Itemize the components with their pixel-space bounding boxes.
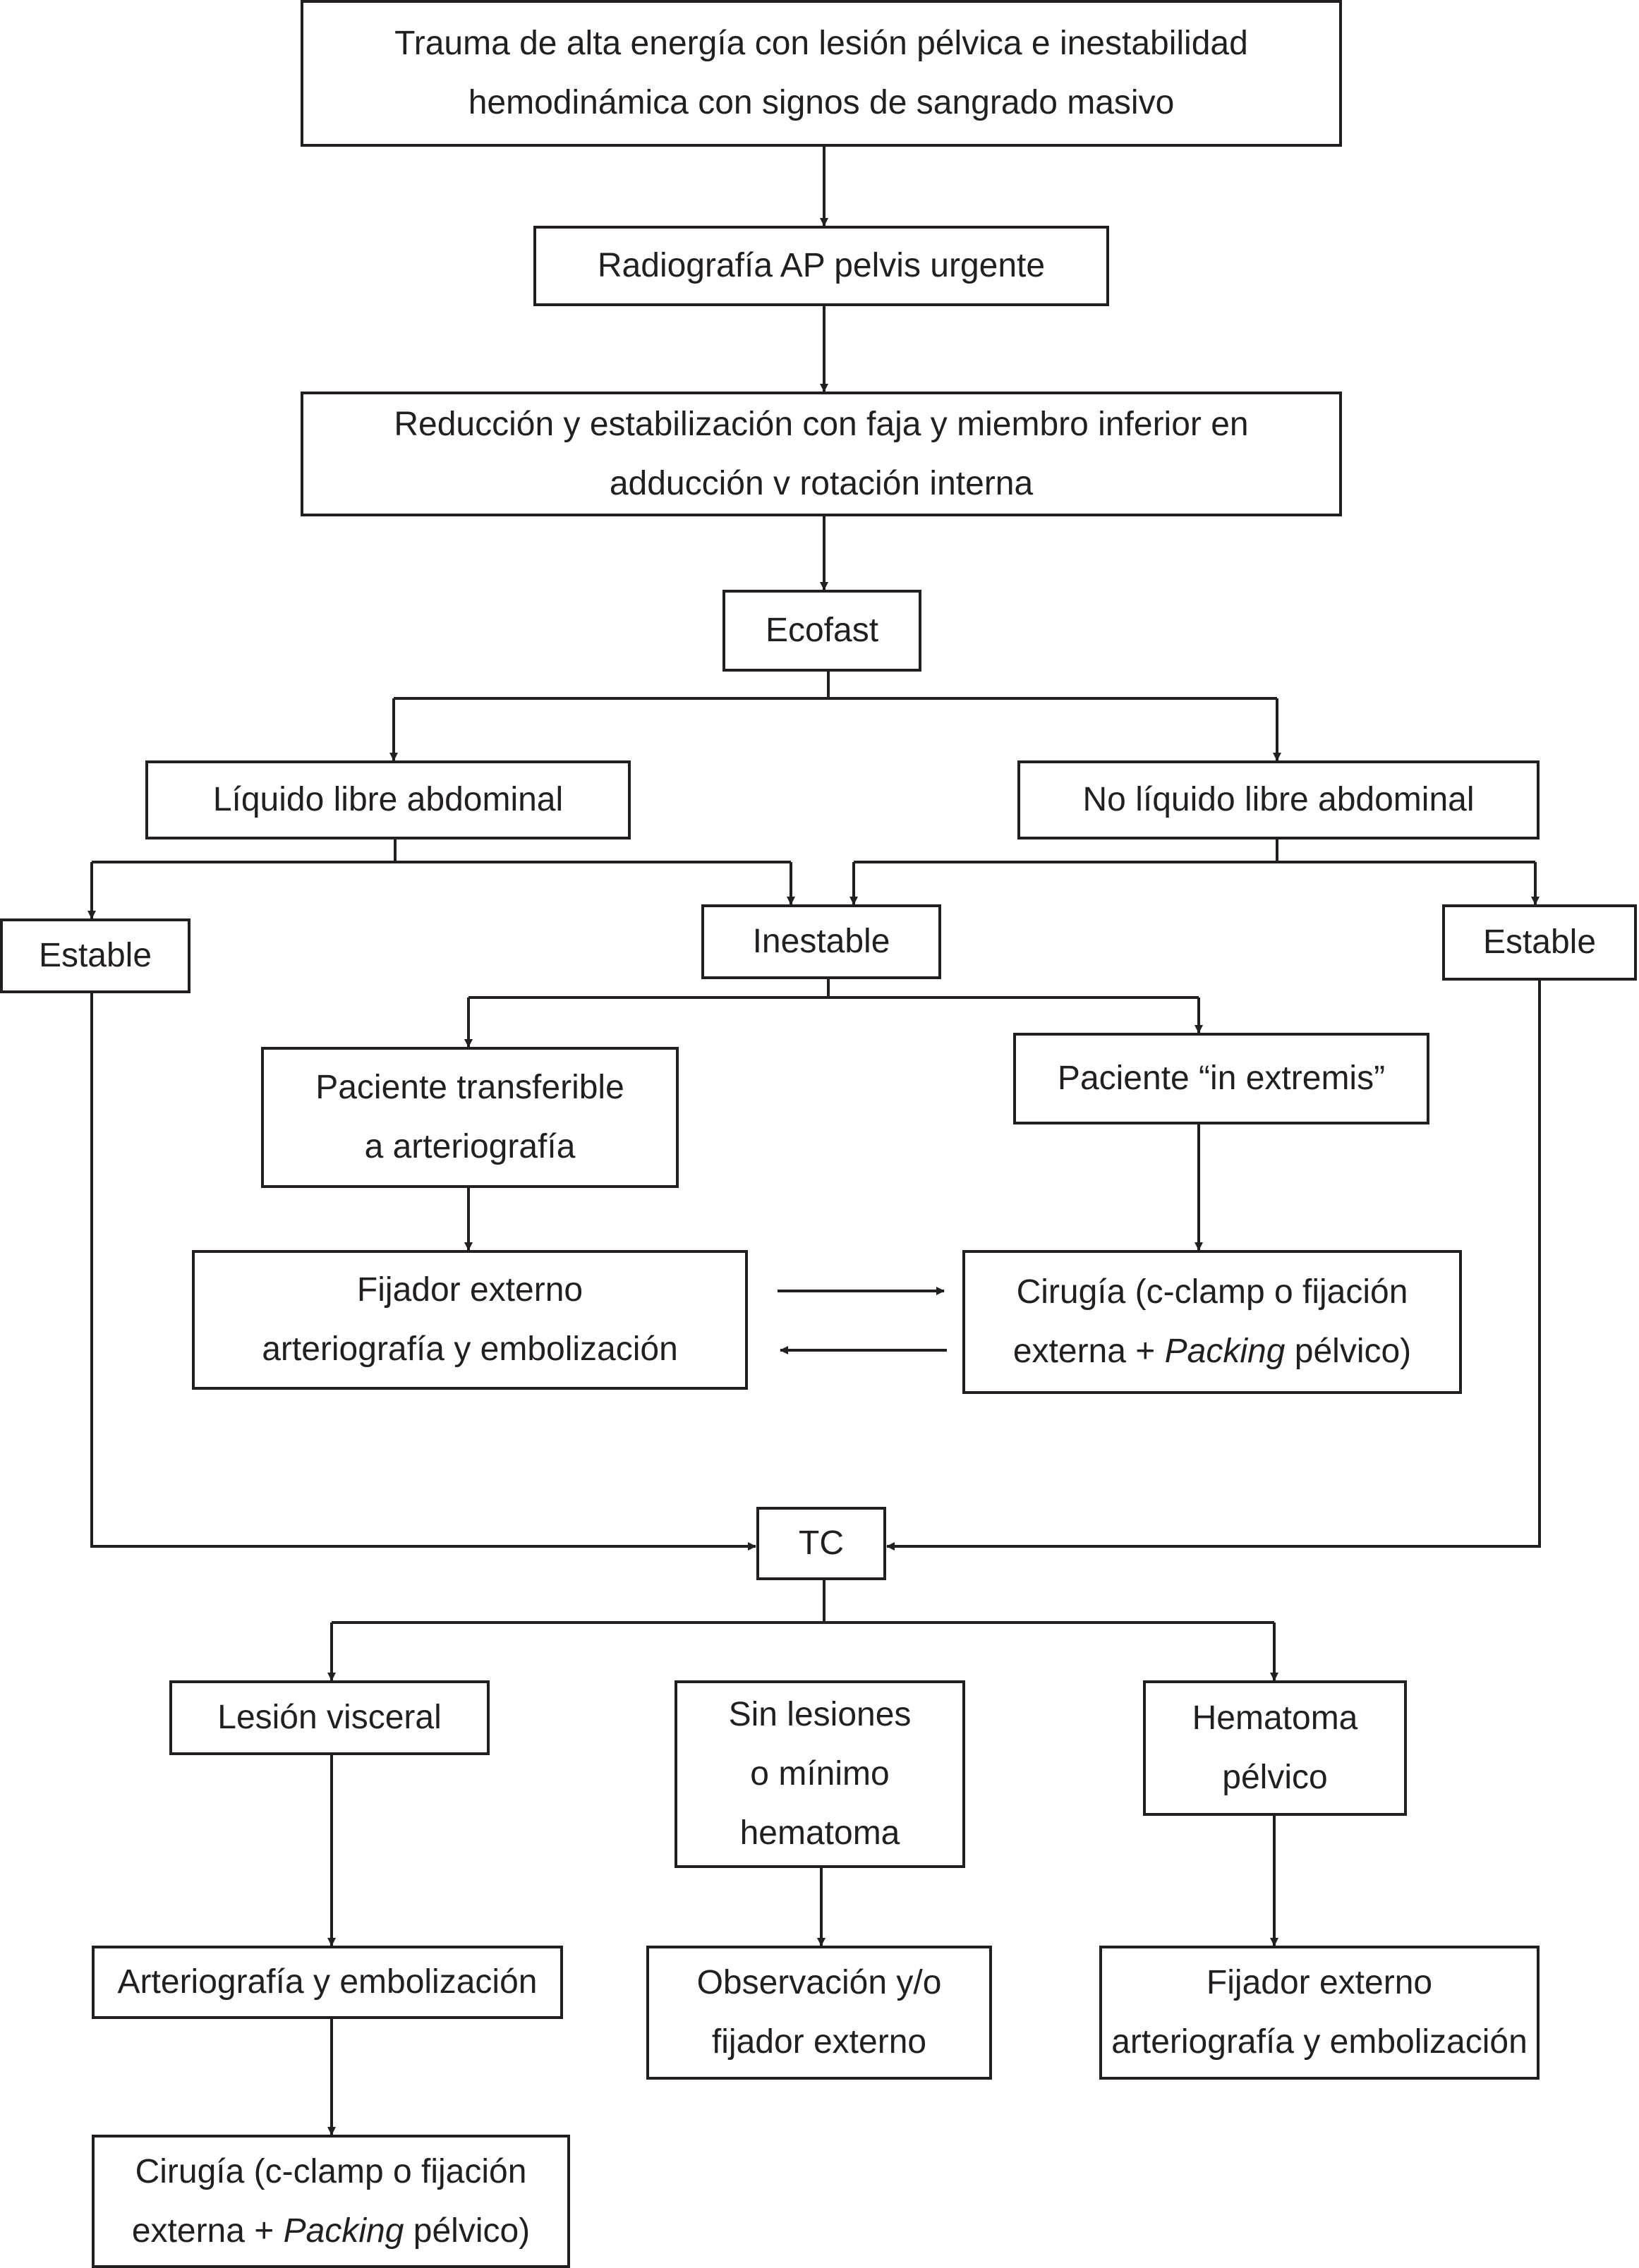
- node-lesion: Lesión visceral: [169, 1680, 490, 1755]
- node-estable-right: Estable: [1442, 904, 1637, 981]
- node-estable-right-line1: Estable: [1482, 923, 1597, 961]
- node-observacion: Observación y/o fijador externo: [646, 1946, 992, 2080]
- node-trauma-line1: Trauma de alta energía con lesión pélvic…: [394, 25, 1248, 62]
- node-cirugia-bottom-line2-post: pélvico): [404, 2212, 531, 2250]
- node-cirugia-bottom-line1: Cirugía (c-clamp o fijación: [135, 2152, 527, 2190]
- arrow-estable-left-to-tc: [90, 992, 756, 1551]
- node-fijador-mid-line1: Fijador externo: [356, 1271, 583, 1309]
- node-reduccion: Reducción y estabilización con faja y mi…: [301, 392, 1342, 516]
- node-tc: TC: [756, 1507, 886, 1580]
- node-reduccion-line2: adducción v rotación interna: [609, 464, 1034, 502]
- arrow-estable-right-to-tc: [886, 979, 1541, 1551]
- node-cirugia-mid-line2-pre: externa +: [1012, 1333, 1165, 1370]
- node-reduccion-line1: Reducción y estabilización con faja y mi…: [394, 405, 1249, 443]
- node-cirugia-mid-line2-post: pélvico): [1285, 1333, 1412, 1370]
- node-estable-left: Estable: [0, 918, 190, 993]
- node-arteriografia: Arteriografía y embolización: [92, 1946, 563, 2019]
- node-hematoma: Hematoma pélvico: [1143, 1680, 1407, 1816]
- node-observacion-line1: Observación y/o: [696, 1964, 942, 2001]
- node-radiografia-line1: Radiografía AP pelvis urgente: [597, 247, 1046, 284]
- node-liquido: Líquido libre abdominal: [145, 760, 631, 839]
- node-inestable: Inestable: [701, 904, 941, 979]
- node-cirugia-bottom-line2-pre: externa +: [131, 2212, 284, 2250]
- node-hematoma-line1: Hematoma: [1192, 1699, 1358, 1737]
- node-extremis-line1: Paciente “in extremis”: [1057, 1060, 1386, 1097]
- node-arteriografia-line1: Arteriografía y embolización: [117, 1963, 538, 2001]
- node-estable-left-line1: Estable: [38, 937, 152, 974]
- node-fijador-bottom-line1: Fijador externo: [1206, 1964, 1433, 2001]
- node-cirugia-bottom-line2-em: Packing: [283, 2212, 404, 2250]
- node-radiografia: Radiografía AP pelvis urgente: [533, 226, 1109, 306]
- node-transferible: Paciente transferible a arteriografía: [261, 1047, 679, 1188]
- node-sin-lesiones: Sin lesiones o mínimo hematoma: [675, 1680, 965, 1868]
- node-transferible-line1: Paciente transferible: [315, 1069, 624, 1106]
- node-trauma: Trauma de alta energía con lesión pélvic…: [301, 0, 1342, 147]
- node-cirugia-mid: Cirugía (c-clamp o fijación externa + Pa…: [962, 1250, 1462, 1394]
- node-cirugia-bottom-line2: externa + Packing pélvico): [132, 2202, 530, 2261]
- node-extremis: Paciente “in extremis”: [1013, 1033, 1429, 1124]
- node-sin-lesiones-line3: hematoma: [739, 1814, 900, 1852]
- node-ecofast-line1: Ecofast: [765, 612, 879, 649]
- node-ecofast: Ecofast: [722, 590, 921, 672]
- node-hematoma-line2: pélvico: [1222, 1759, 1328, 1796]
- node-inestable-line1: Inestable: [752, 923, 890, 960]
- node-cirugia-mid-line2-em: Packing: [1164, 1333, 1286, 1370]
- node-sin-lesiones-line1: Sin lesiones: [728, 1696, 912, 1733]
- node-fijador-bottom-line2: arteriografía y embolización: [1111, 2023, 1528, 2061]
- node-fijador-bottom: Fijador externo arteriografía y emboliza…: [1099, 1946, 1540, 2080]
- node-no-liquido: No líquido libre abdominal: [1017, 760, 1540, 839]
- node-observacion-line2: fijador externo: [711, 2023, 927, 2061]
- node-no-liquido-line1: No líquido libre abdominal: [1082, 781, 1475, 818]
- node-fijador-mid-line2: arteriografía y embolización: [262, 1330, 678, 1368]
- node-sin-lesiones-line2: o mínimo: [750, 1755, 890, 1793]
- node-trauma-line2: hemodinámica con signos de sangrado masi…: [468, 84, 1175, 121]
- node-transferible-line2: a arteriografía: [364, 1128, 576, 1165]
- node-cirugia-mid-line2: externa + Packing pélvico): [1013, 1322, 1411, 1381]
- node-lesion-line1: Lesión visceral: [217, 1699, 442, 1736]
- node-liquido-line1: Líquido libre abdominal: [212, 781, 564, 818]
- node-tc-line1: TC: [799, 1524, 844, 1562]
- node-fijador-mid: Fijador externo arteriografía y emboliza…: [192, 1250, 748, 1390]
- node-cirugia-mid-line1: Cirugía (c-clamp o fijación: [1016, 1273, 1408, 1311]
- node-cirugia-bottom: Cirugía (c-clamp o fijación externa + Pa…: [92, 2135, 570, 2268]
